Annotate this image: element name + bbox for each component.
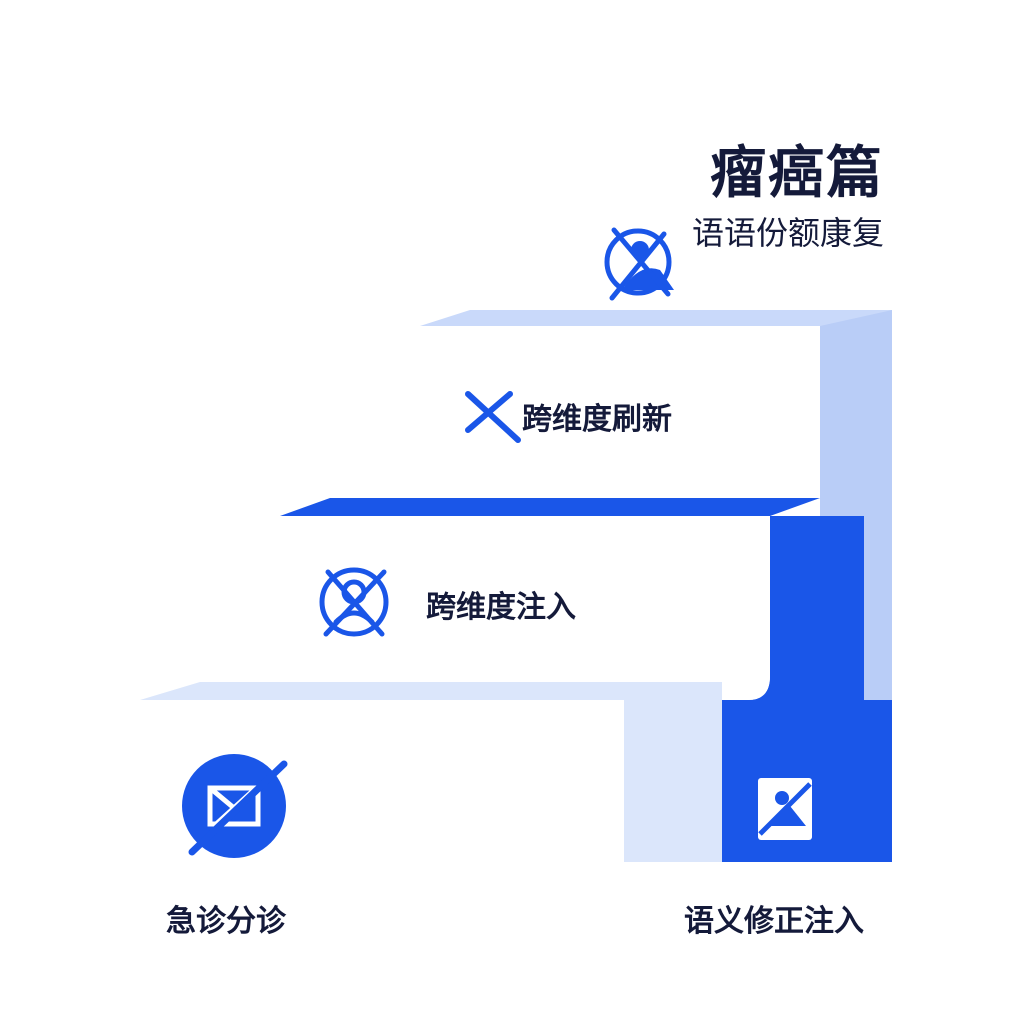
top-step-top-face <box>420 310 892 326</box>
crossed-circle-person-icon <box>319 567 389 637</box>
x-mark-icon <box>465 391 521 443</box>
left-footer-label: 急诊分诊 <box>166 904 286 939</box>
right-footer-label: 语义修正注入 <box>684 904 864 939</box>
page-title: 瘤癌篇 <box>710 141 884 206</box>
bottom-step-side <box>624 700 722 862</box>
bottom-step-top-face <box>140 682 722 700</box>
crossed-image-icon <box>758 778 812 840</box>
top-step-label: 跨维度刷新 <box>522 402 672 437</box>
middle-step-front <box>280 516 770 700</box>
page-subtitle: 语语份额康复 <box>691 214 884 252</box>
middle-step-label: 跨维度注入 <box>426 590 576 625</box>
crossed-person-icon <box>604 227 674 301</box>
middle-step-top-face <box>280 498 820 516</box>
crossed-envelope-icon <box>182 754 288 858</box>
